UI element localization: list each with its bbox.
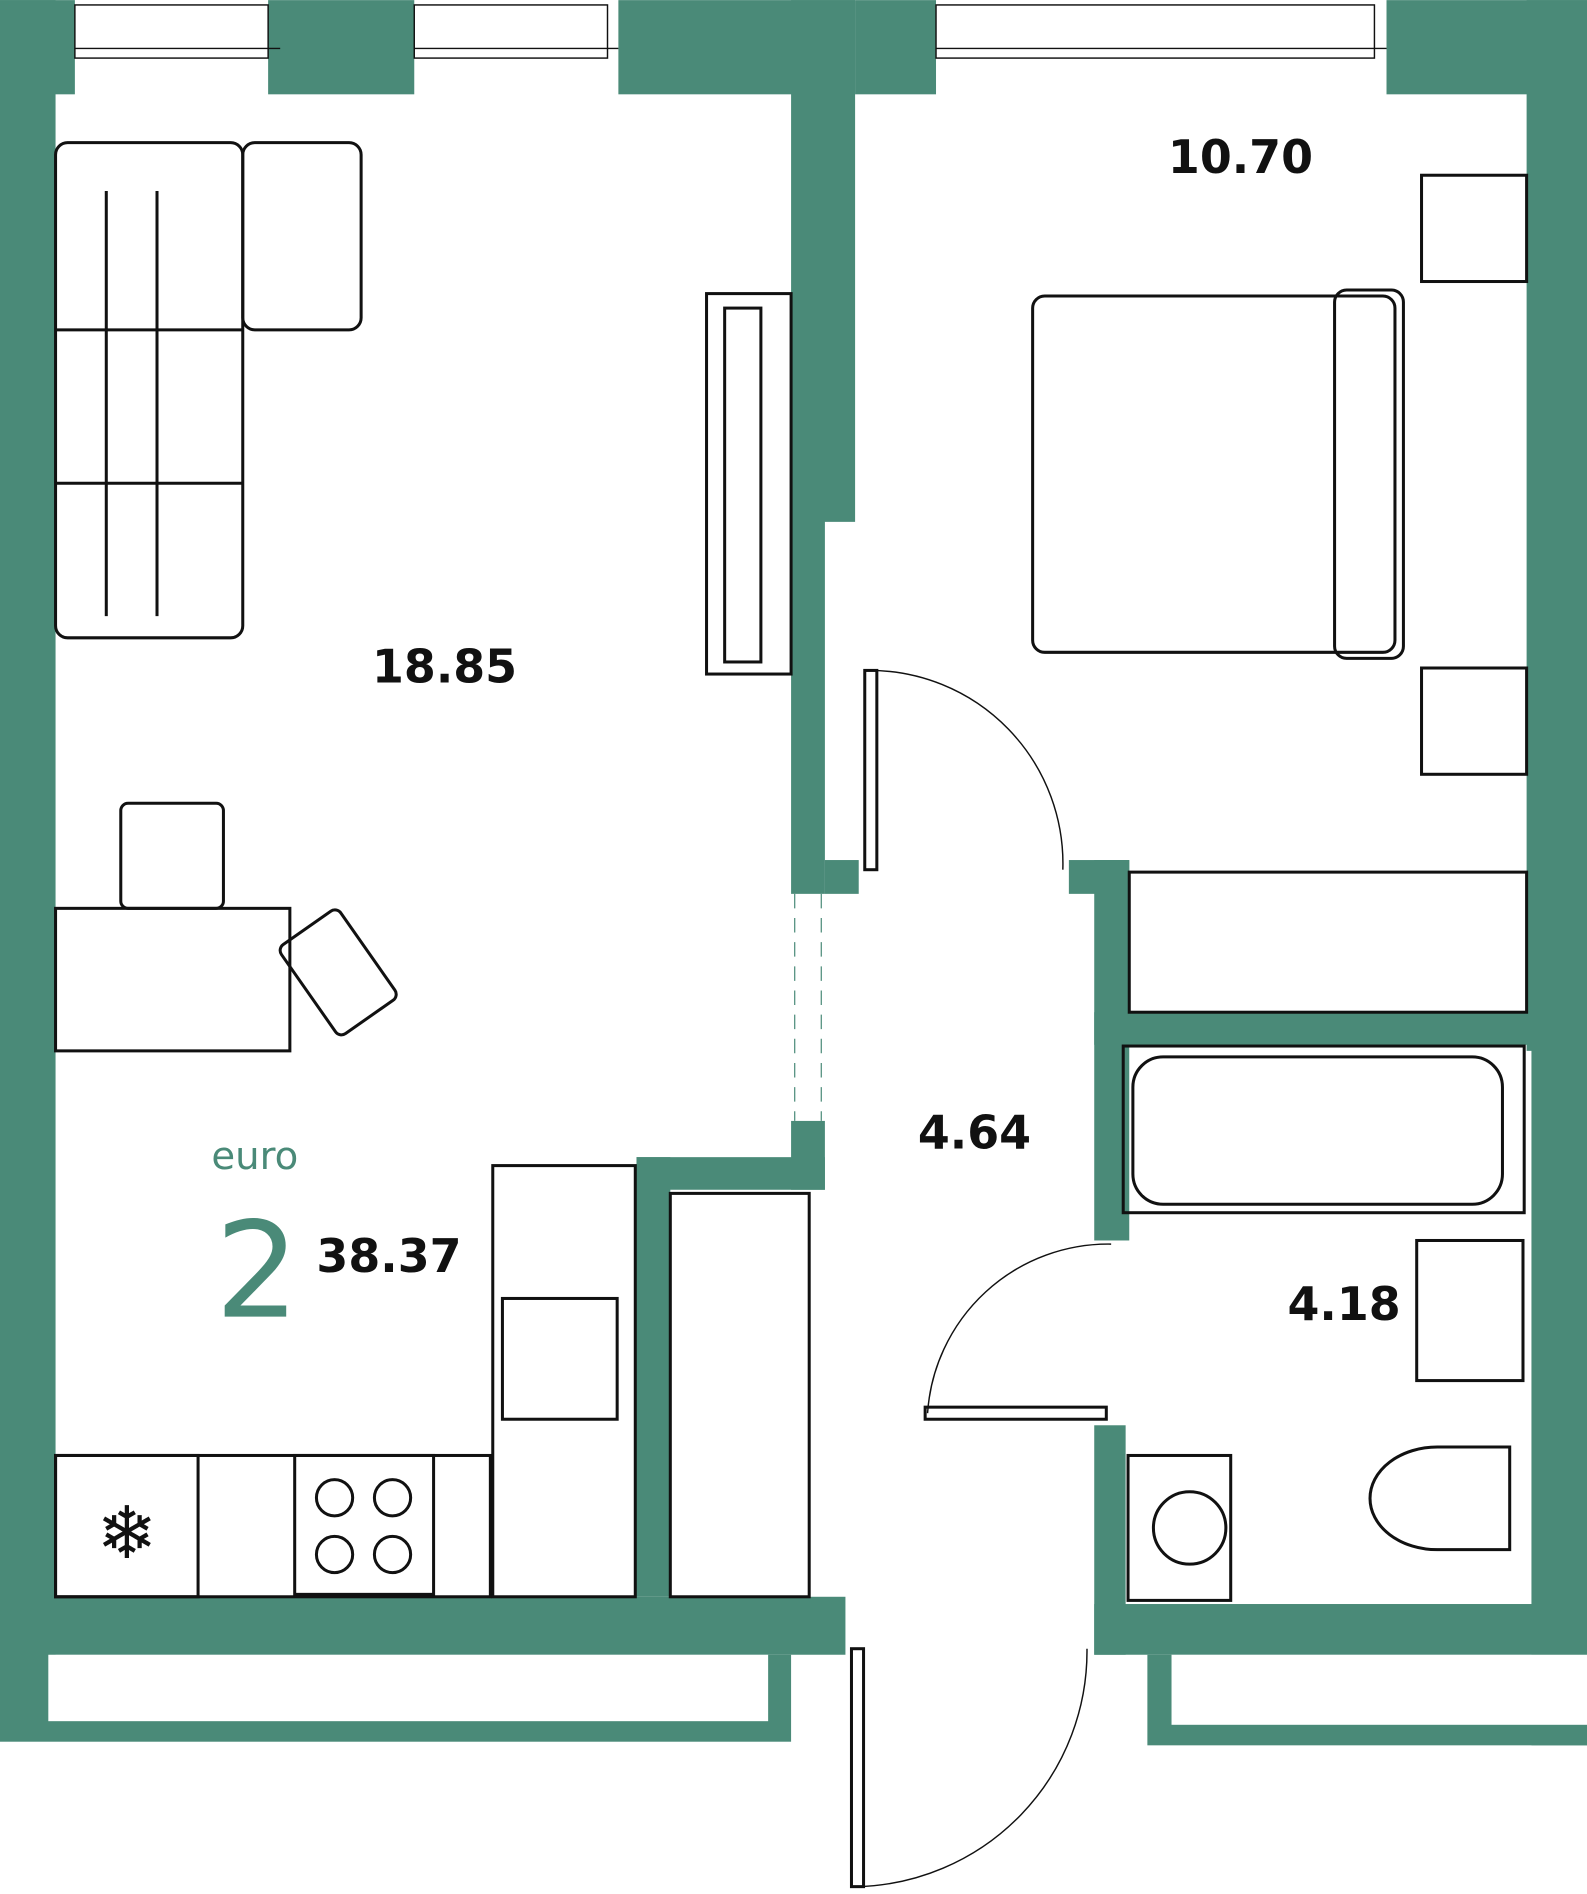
- sofa: [54, 141, 245, 640]
- table: [54, 906, 292, 1053]
- nightstand: [1420, 666, 1529, 776]
- toilet: [1368, 1445, 1512, 1552]
- sink: [500, 1296, 619, 1421]
- windows: [74, 4, 1387, 59]
- furniture: ❄: [54, 141, 1529, 1602]
- washing-machine: [1126, 1453, 1233, 1602]
- room-area-bedroom: 10.70: [1168, 130, 1313, 184]
- tv-stand: [705, 292, 793, 676]
- washbasin: [1415, 1238, 1525, 1383]
- rooms-count: 2: [215, 1195, 300, 1349]
- nightstand: [1420, 173, 1529, 284]
- room-area-bathroom: 4.18: [1287, 1277, 1400, 1331]
- chair: [119, 801, 225, 910]
- stove: [293, 1453, 436, 1596]
- snowflake-icon: ❄: [96, 1493, 157, 1574]
- wardrobe: [668, 1191, 811, 1599]
- fridge: [54, 1453, 200, 1599]
- bathtub: [1121, 1044, 1526, 1215]
- room-area-hallway: 4.64: [918, 1106, 1031, 1160]
- apartment-type: euro: [211, 1134, 298, 1179]
- room-area-living: 18.85: [372, 640, 517, 694]
- doors: [794, 668, 1112, 1889]
- hall-wardrobe: [1127, 870, 1529, 1014]
- bed: [1031, 294, 1397, 654]
- total-area: 38.37: [316, 1229, 461, 1283]
